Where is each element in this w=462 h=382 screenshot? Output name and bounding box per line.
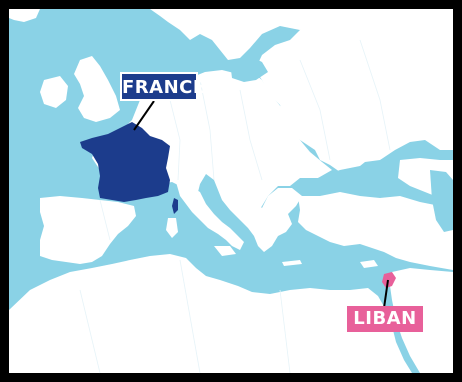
- france-label-text: FRANCE: [122, 77, 206, 98]
- land-cyprus: [360, 260, 378, 268]
- land-sardinia: [166, 218, 178, 238]
- sea-black-sea: [318, 166, 404, 196]
- france-leader-line: [133, 100, 155, 131]
- land-corsica: [172, 198, 178, 214]
- liban-leader-line: [383, 279, 389, 309]
- liban-shape: [382, 272, 396, 288]
- liban-label-text: LIBAN: [353, 308, 417, 329]
- land-scandinavia: [150, 9, 330, 60]
- land-sicily: [214, 246, 236, 256]
- land-anatolia: [298, 192, 453, 270]
- land-north-west: [9, 9, 40, 22]
- france-label: FRANCE: [120, 72, 205, 101]
- france-shape: [80, 122, 170, 202]
- land-north-africa: [9, 254, 412, 373]
- land-britain: [74, 56, 120, 122]
- land-italy: [176, 182, 244, 250]
- liban-label: LIBAN: [347, 306, 423, 332]
- land-iberia: [40, 196, 136, 264]
- sea-baltic: [230, 56, 268, 82]
- sea-caspian: [430, 170, 453, 232]
- land-balkans: [214, 180, 302, 252]
- land-north-east: [255, 9, 453, 172]
- land-ireland: [40, 76, 68, 108]
- land-crete: [282, 260, 302, 266]
- country-borders: [79, 39, 391, 374]
